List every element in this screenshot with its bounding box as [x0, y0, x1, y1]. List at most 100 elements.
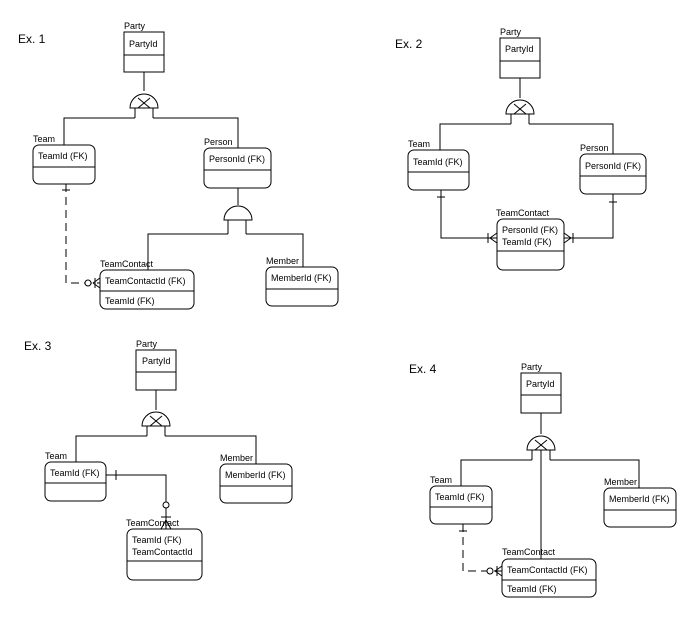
ex3-team-name: Team	[45, 451, 67, 461]
ex2-line-to-team	[439, 123, 511, 150]
ex2-exclusive-mark-b	[513, 103, 527, 115]
ex4-team-box	[429, 485, 493, 525]
ex3-line	[106, 474, 167, 529]
ex4-category-semicircle	[526, 435, 556, 451]
ex2-category-semicircle	[505, 99, 535, 115]
ex3-member-name: Member	[220, 453, 253, 463]
example-2-label: Ex. 2	[395, 37, 423, 51]
ex2-party-box	[499, 37, 541, 79]
ex1-line-to-teamcontact	[147, 233, 228, 270]
ex1-team-box	[32, 144, 96, 185]
ex3-line-to-member	[165, 435, 257, 464]
ex2-team-key: TeamId (FK)	[413, 157, 463, 167]
ex1-line-to-team	[63, 117, 135, 145]
ex4-team-name: Team	[430, 475, 452, 485]
ex4-teamcontact-key: TeamContactId (FK)	[507, 565, 588, 575]
ex1-person-category-symbol	[147, 188, 304, 270]
ex1-person-entity[interactable]: Person PersonId (FK)	[203, 137, 272, 189]
ex1-line-to-person	[153, 117, 239, 148]
ex3-teamcontact-entity[interactable]: TeamContact TeamId (FK) TeamContactId	[126, 518, 203, 581]
ex2-party-key: PartyId	[505, 44, 534, 54]
ex3-party-entity[interactable]: Party PartyId	[135, 339, 177, 391]
example-4: Ex. 4 Party PartyId Team TeamId (FK) Mem	[409, 362, 677, 598]
ex3-crowfoot-b	[165, 519, 172, 530]
ex1-teamcontact-name: TeamContact	[100, 259, 154, 269]
ex4-member-entity[interactable]: Member MemberId (FK)	[603, 477, 677, 528]
example-4-label: Ex. 4	[409, 362, 437, 376]
ex4-line-to-member	[550, 459, 640, 488]
ex1-person-key: PersonId (FK)	[209, 154, 265, 164]
ex2-person-entity[interactable]: Person PersonId (FK)	[579, 143, 647, 195]
ex2-team-box	[407, 149, 470, 191]
ex4-teamcontact-name: TeamContact	[502, 547, 556, 557]
ex1-teamcontact-key: TeamContactId (FK)	[105, 276, 186, 286]
ex4-crowfoot-b	[494, 570, 503, 577]
ex1-exclusive-mark-b	[137, 97, 151, 109]
ex4-member-box	[603, 487, 677, 528]
ex3-crowfoot-a	[160, 519, 167, 530]
ex2-person-crowfoot-a	[563, 232, 572, 239]
ex4-party-name: Party	[521, 362, 543, 372]
ex3-teamcontact-key2: TeamContactId	[132, 547, 193, 557]
ex3-member-key: MemberId (FK)	[225, 470, 286, 480]
ex1-category-symbol	[63, 72, 239, 148]
ex4-party-entity[interactable]: Party PartyId	[520, 362, 562, 414]
ex4-member-name: Member	[604, 477, 637, 487]
ex3-category-symbol	[75, 390, 257, 464]
ex1-teamcontact-box	[99, 269, 195, 310]
ex4-teamcontact-entity[interactable]: TeamContact TeamContactId (FK) TeamId (F…	[501, 547, 597, 598]
ex4-team-teamcontact-relationship	[459, 524, 503, 577]
ex1-team-key: TeamId (FK)	[38, 151, 88, 161]
ex4-party-box	[520, 372, 562, 414]
ex2-party-name: Party	[500, 27, 522, 37]
ex1-teamcontact-entity[interactable]: TeamContact TeamContactId (FK) TeamId (F…	[99, 259, 195, 310]
ex2-team-line	[440, 190, 497, 239]
ex1-party-entity[interactable]: Party PartyId	[123, 21, 165, 73]
ex3-team-teamcontact-relationship	[106, 470, 172, 530]
ex1-party-box	[123, 31, 165, 73]
ex3-team-entity[interactable]: Team TeamId (FK)	[44, 451, 107, 502]
ex2-person-box	[579, 153, 647, 195]
ex4-category-symbol	[460, 413, 640, 559]
ex2-teamcontact-key2: TeamId (FK)	[502, 237, 552, 247]
ex1-team-entity[interactable]: Team TeamId (FK)	[32, 134, 96, 185]
ex1-team-name: Team	[33, 134, 55, 144]
ex2-person-name: Person	[580, 143, 609, 153]
ex4-team-entity[interactable]: Team TeamId (FK)	[429, 475, 493, 525]
ex3-party-box	[135, 349, 177, 391]
ex2-category-symbol	[439, 78, 614, 154]
ex3-exclusive-mark-b	[149, 415, 163, 427]
ex3-teamcontact-box	[126, 528, 203, 581]
ex3-team-box	[44, 461, 107, 502]
example-2: Ex. 2 Party PartyId Team TeamId (FK) Per…	[395, 27, 647, 271]
ex1-member-key: MemberId (FK)	[271, 273, 332, 283]
example-3: Ex. 3 Party PartyId Team TeamId (FK) Mem…	[24, 339, 293, 581]
ex2-team-teamcontact-relationship	[437, 190, 498, 244]
ex1-party-name: Party	[124, 21, 146, 31]
ex1-crowfoot-a	[92, 277, 101, 284]
ex3-teamcontact-key1: TeamId (FK)	[132, 535, 182, 545]
ex3-member-entity[interactable]: Member MemberId (FK)	[219, 453, 293, 504]
ex4-member-key: MemberId (FK)	[609, 494, 670, 504]
ex1-category-semicircle	[129, 93, 159, 109]
ex2-teamcontact-entity[interactable]: TeamContact PersonId (FK) TeamId (FK)	[496, 208, 565, 271]
ex2-person-crowfoot-b	[563, 237, 572, 244]
ex1-member-entity[interactable]: Member MemberId (FK)	[265, 256, 339, 307]
ex4-party-key: PartyId	[526, 379, 555, 389]
ex3-member-box	[219, 463, 293, 504]
ex2-team-crowfoot-a	[489, 232, 498, 239]
ex2-team-name: Team	[408, 139, 430, 149]
ex3-teamcontact-name: TeamContact	[126, 518, 180, 528]
ex2-team-entity[interactable]: Team TeamId (FK)	[407, 139, 470, 191]
example-1-label: Ex. 1	[18, 32, 46, 46]
ex2-teamcontact-key1: PersonId (FK)	[502, 225, 558, 235]
ex2-party-entity[interactable]: Party PartyId	[499, 27, 541, 79]
ex1-team-teamcontact-relationship	[62, 184, 101, 289]
ex1-person-category-semicircle	[223, 205, 253, 221]
ex3-zero-circle	[162, 501, 170, 509]
ex1-crowfoot-b	[92, 282, 101, 289]
ex1-person-name: Person	[204, 137, 233, 147]
ex2-team-crowfoot-b	[489, 237, 498, 244]
ex4-teamcontact-attr: TeamId (FK)	[507, 584, 557, 594]
